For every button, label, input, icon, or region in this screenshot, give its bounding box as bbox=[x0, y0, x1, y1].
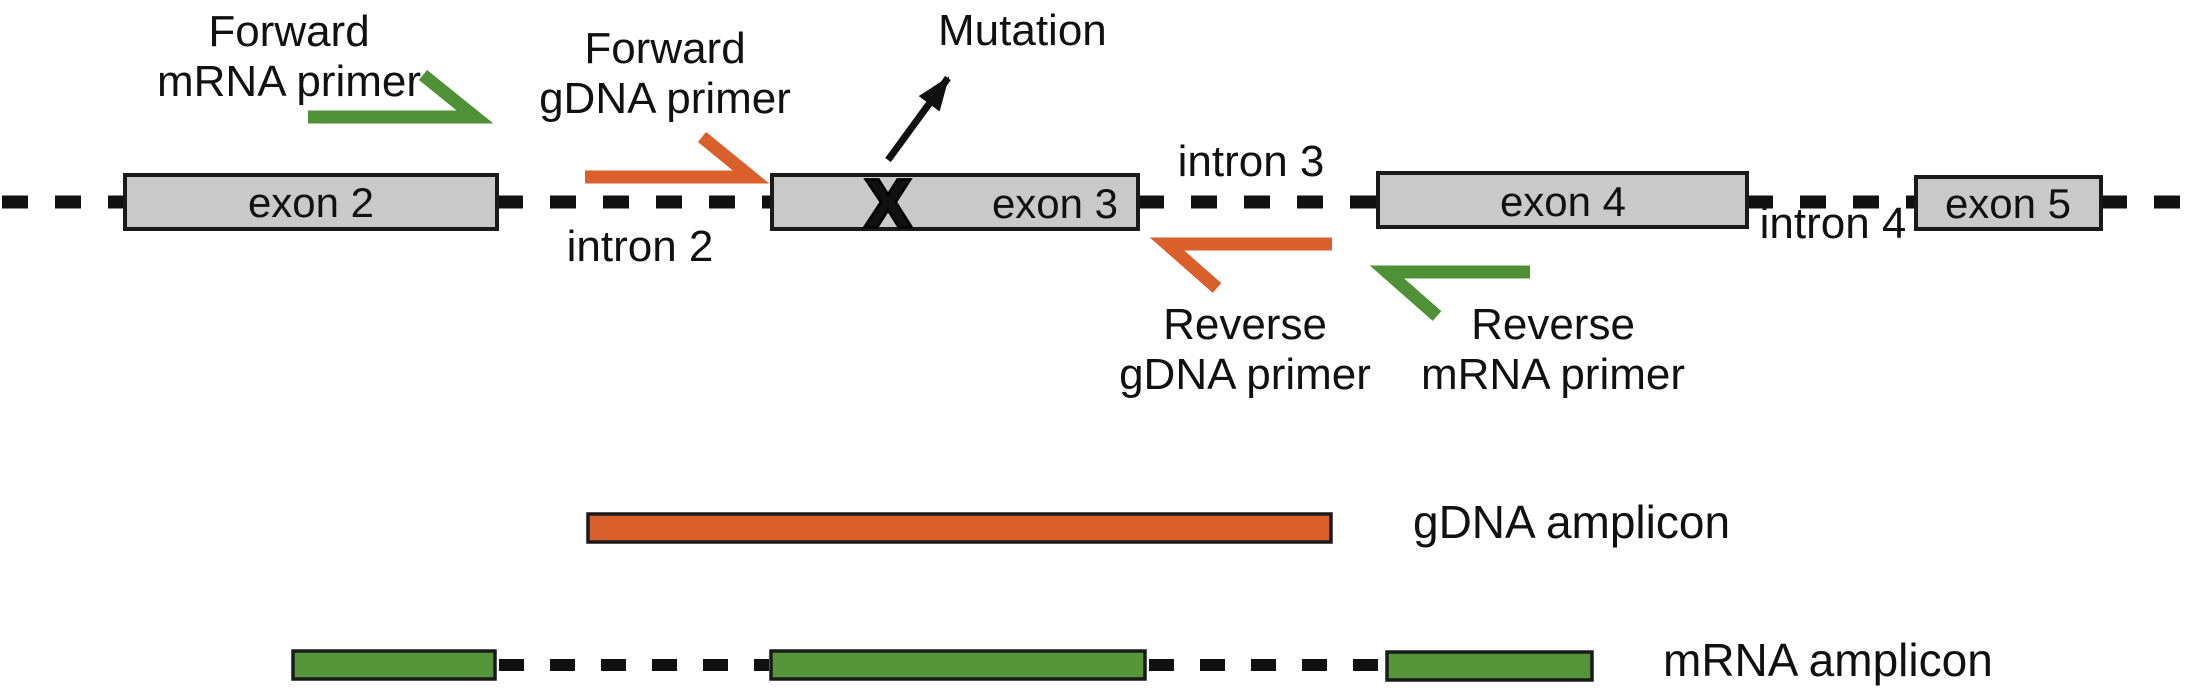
forward-mrna-primer-label-line2: mRNA primer bbox=[157, 57, 421, 106]
mutation-x-mark: X bbox=[866, 166, 910, 240]
reverse-gdna-primer-label-line1: Reverse bbox=[1163, 300, 1327, 349]
forward-gdna-primer-label-line1: Forward bbox=[584, 24, 745, 73]
mrna-amplicon-bar-3 bbox=[1385, 650, 1594, 682]
forward-mrna-primer-arrow bbox=[308, 69, 494, 124]
forward-mrna-primer-label-line1: Forward bbox=[208, 7, 369, 56]
intron-3-label: intron 3 bbox=[1178, 137, 1325, 186]
mrna-amplicon-bar-2 bbox=[769, 649, 1147, 681]
exon-2-label: exon 2 bbox=[248, 179, 374, 226]
gdna-amplicon-label: gDNA amplicon bbox=[1413, 496, 1730, 548]
reverse-gdna-primer-arrow bbox=[1149, 237, 1332, 293]
forward-gdna-primer-label-line2: gDNA primer bbox=[539, 74, 791, 123]
intron-2-label: intron 2 bbox=[567, 222, 714, 271]
mrna-amplicon-bar-1 bbox=[291, 649, 497, 681]
forward-gdna-primer-arrow bbox=[585, 131, 770, 184]
exon-4-label: exon 4 bbox=[1500, 178, 1626, 225]
exon-5-label: exon 5 bbox=[1945, 180, 2071, 227]
exon-3-label: exon 3 bbox=[992, 180, 1118, 227]
mutation-arrow bbox=[885, 75, 951, 163]
gdna-amplicon-bar bbox=[586, 512, 1333, 544]
intron-4-label: intron 4 bbox=[1760, 199, 1907, 248]
reverse-mrna-primer-arrow bbox=[1369, 265, 1530, 321]
reverse-mrna-primer-label-line2: mRNA primer bbox=[1421, 350, 1685, 399]
mutation-label: Mutation bbox=[938, 6, 1107, 55]
exon-4-box bbox=[1376, 171, 1749, 229]
exon-2-box bbox=[123, 173, 499, 231]
exon-5-box bbox=[1914, 175, 2103, 231]
reverse-gdna-primer-label-line2: gDNA primer bbox=[1119, 350, 1371, 399]
exon-3-box bbox=[770, 173, 1140, 231]
reverse-mrna-primer-label-line1: Reverse bbox=[1471, 300, 1635, 349]
mrna-amplicon-label: mRNA amplicon bbox=[1663, 634, 1993, 686]
